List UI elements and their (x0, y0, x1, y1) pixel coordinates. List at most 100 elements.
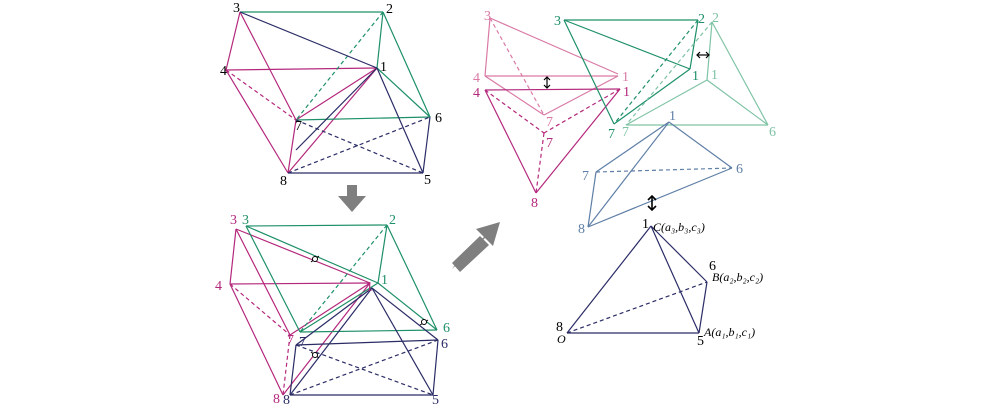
green-edge (386, 224, 438, 331)
origin-label: O (557, 332, 566, 346)
green-edge (295, 116, 431, 121)
green-edge (245, 224, 388, 227)
vertex-label-1-green: 1 (692, 69, 699, 84)
vertex-label-7-green: 7 (608, 127, 615, 142)
lightgreen-edge (706, 79, 769, 126)
vertex-label-7: 7 (295, 119, 302, 134)
separation-marker-icon (310, 255, 320, 263)
magenta-hidden-edge (543, 88, 621, 134)
vertex-label-3-pink: 3 (484, 9, 491, 24)
vertex-label-8: 8 (556, 320, 563, 335)
magenta-hidden-edge (535, 132, 545, 194)
vertex-label-6-green: 6 (443, 321, 450, 336)
green-edge (245, 225, 301, 333)
panel-coordinate-tetrahedron: 1 C(a₃,b₃,c₃) 6 B(a₂,b₂,c₂) 8 O 5 A(a₁,b… (556, 217, 763, 349)
vertex-label-8-magenta: 8 (273, 392, 280, 407)
navy-edge (422, 116, 431, 174)
vertex-label-8: 8 (280, 174, 287, 189)
pink-edge (543, 75, 619, 116)
vertex-label-7-magenta: 7 (287, 333, 294, 348)
point-label-B: B(a₂,b₂,c₂) (712, 270, 763, 284)
vertex-label-8-navy: 8 (283, 393, 290, 408)
magenta-edge (287, 67, 378, 174)
green-hidden-edge (613, 19, 699, 125)
point-label-A: A(a₁,b₁,c₁) (703, 325, 755, 339)
vertex-label-3-magenta: 3 (230, 213, 237, 228)
vertex-label-1-blue: 1 (669, 109, 676, 124)
navy-edge (289, 287, 373, 396)
blue-edge (587, 167, 733, 228)
vertex-label-6: 6 (709, 259, 716, 274)
green-edge (689, 19, 699, 70)
down-arrow-icon (338, 185, 366, 212)
magenta-edge (295, 67, 378, 121)
blue-edge (587, 121, 670, 228)
green-edge (299, 329, 438, 333)
edge-C-B (650, 225, 708, 283)
green-edge (376, 11, 384, 69)
panel-magenta-tetrahedra: 3 4 1 7 4 1 7 8 (473, 9, 630, 211)
point-label-C: C(a₃,b₃,c₃) (653, 220, 705, 234)
green-hidden-edge (295, 11, 384, 121)
navy-edge (295, 287, 373, 346)
horizontal-double-arrow-icon (696, 51, 710, 59)
vertex-label-6-navy: 6 (441, 337, 448, 352)
green-edge (376, 67, 431, 118)
pink-edge (484, 75, 545, 116)
panel-original-solid: 3 2 4 1 7 6 8 5 (220, 1, 442, 189)
magenta-hidden-edge (225, 69, 297, 121)
vertex-label-2: 2 (386, 2, 393, 17)
panel-green-tetrahedra: 3 2 1 7 2 1 7 6 (554, 11, 776, 142)
lightgreen-edge (625, 79, 708, 126)
vertex-label-2: 2 (389, 213, 396, 228)
green-edge (563, 19, 615, 125)
vertex-label-1: 1 (380, 60, 387, 75)
panel-blue-tetrahedron: 1 7 6 8 (578, 109, 743, 237)
vertex-label-5: 5 (424, 173, 431, 188)
vertex-label-4-pink: 4 (473, 71, 480, 86)
vertex-label-6-lightgreen: 6 (769, 125, 776, 140)
magenta-edge (225, 67, 378, 71)
lightgreen-edge (706, 21, 713, 81)
magenta-edge (235, 228, 291, 336)
vertex-label-2-green: 2 (698, 12, 705, 27)
diagonal-arrow-icon (452, 222, 500, 272)
separation-marker-icon (419, 319, 429, 326)
navy-edge (239, 11, 378, 69)
edge-B-A (698, 281, 708, 334)
vertical-double-arrow-icon (543, 76, 551, 89)
vertical-double-arrow-icon (647, 194, 657, 212)
edge-O-C (566, 225, 652, 334)
vertex-label-1-green: 1 (381, 273, 388, 288)
magenta-hidden-edge (484, 89, 545, 134)
vertex-label-7-pink: 7 (546, 115, 553, 130)
magenta-edge (235, 228, 371, 284)
green-edge (245, 225, 379, 284)
vertex-label-4: 4 (215, 279, 222, 294)
magenta-edge (287, 119, 297, 174)
lightgreen-hidden-edge (625, 21, 713, 126)
magenta-hidden-edge (282, 334, 291, 396)
vertex-label-3-green: 3 (242, 213, 249, 228)
blue-edge (595, 121, 670, 173)
navy-hidden-edge (289, 339, 439, 396)
green-hidden-edge (299, 224, 388, 333)
vertex-label-8-blue: 8 (578, 222, 585, 237)
vertex-label-2-lightgreen: 2 (712, 11, 719, 26)
pink-hidden-edge (489, 17, 545, 116)
pink-edge (489, 17, 619, 75)
magenta-edge (289, 282, 371, 336)
green-edge (563, 19, 691, 70)
green-edge (299, 282, 379, 333)
magenta-edge (229, 228, 237, 285)
vertex-label-5: 5 (432, 393, 439, 408)
magenta-hidden-edge (229, 283, 291, 336)
navy-hidden-edge (287, 116, 431, 174)
magenta-edge (229, 282, 371, 285)
vertex-label-1-magenta: 1 (623, 85, 630, 100)
vertex-label-6: 6 (435, 111, 442, 126)
blue-hidden-edge (595, 167, 733, 173)
navy-edge (289, 344, 297, 396)
